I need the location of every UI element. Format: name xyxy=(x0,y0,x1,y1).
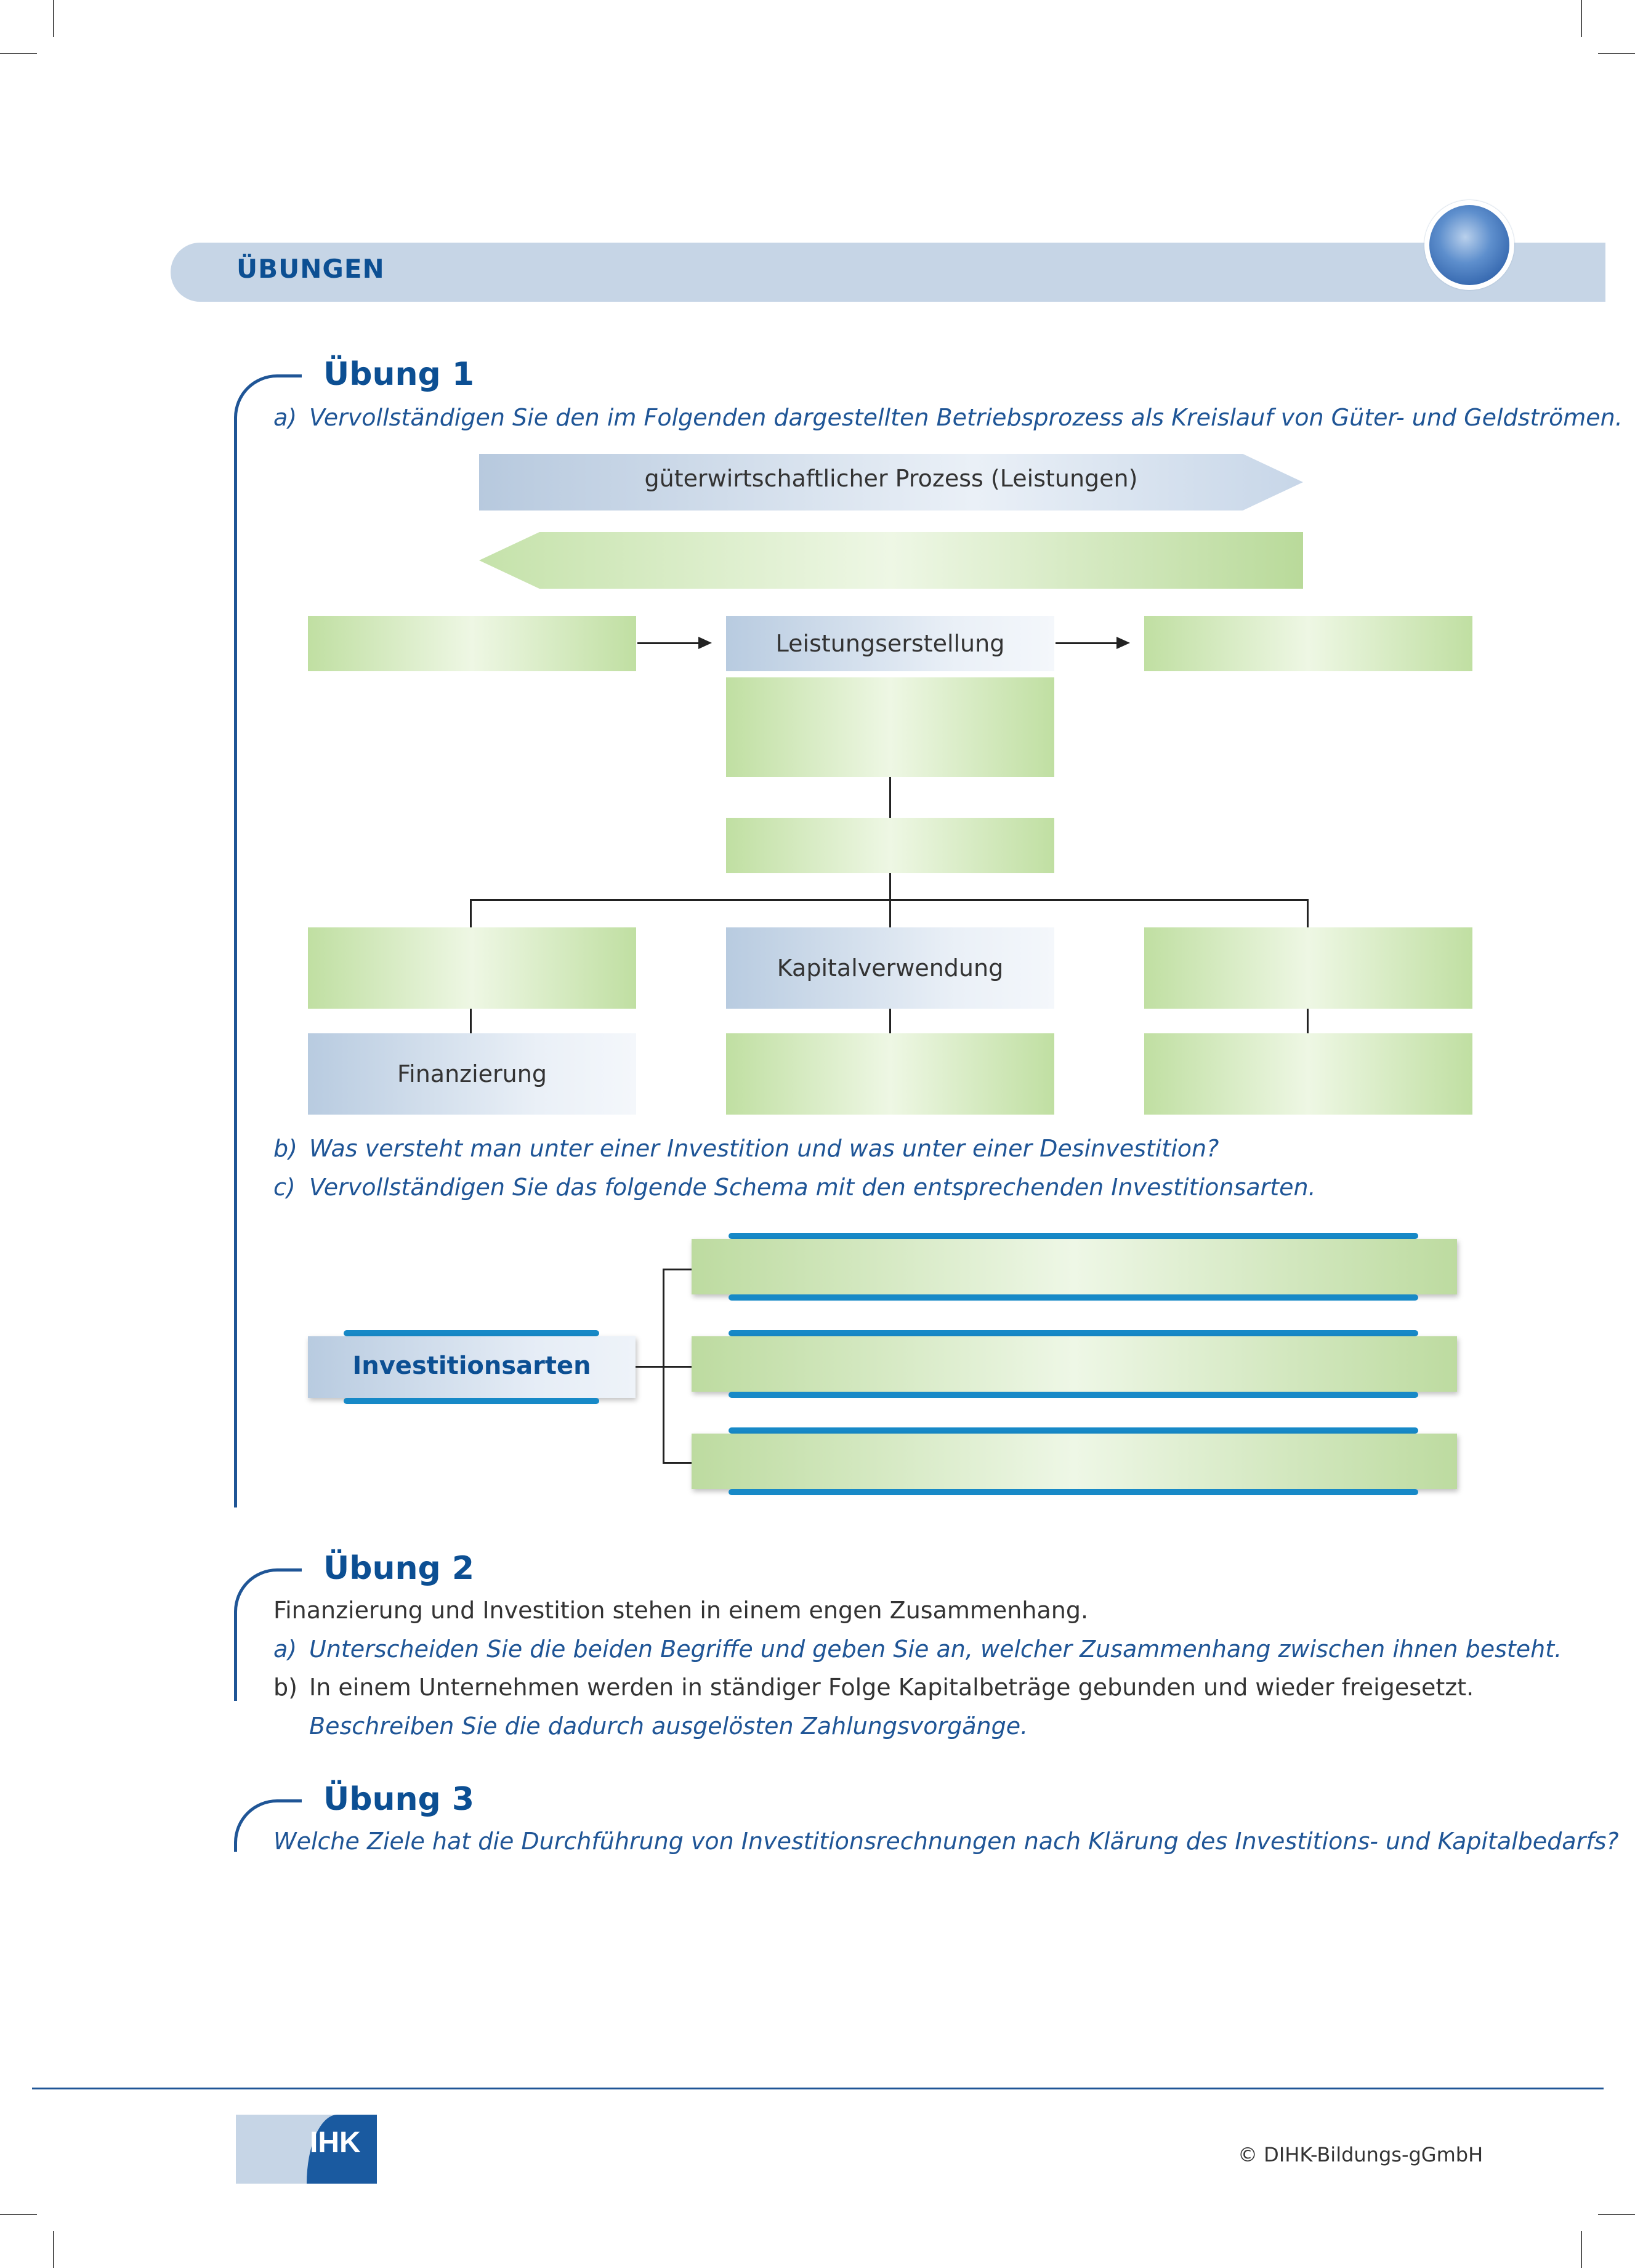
schema-bar xyxy=(729,1392,1418,1398)
blank-box-center-bottom[interactable] xyxy=(726,1033,1054,1115)
box-finanzierung: Finanzierung xyxy=(308,1033,636,1115)
exercise3-question: Welche Ziele hat die Durchführung von In… xyxy=(273,1828,1619,1855)
crop-mark xyxy=(1581,0,1582,37)
schema-connector xyxy=(663,1269,692,1270)
exercise2-intro: Finanzierung und Investition stehen in e… xyxy=(273,1597,1089,1624)
process-top-label: güterwirtschaftlicher Prozess (Leistunge… xyxy=(644,465,1138,492)
arrow-line-right xyxy=(1056,642,1120,644)
blank-box-center-mid[interactable] xyxy=(726,818,1054,873)
arrow-head-icon xyxy=(698,637,712,649)
section-header-band xyxy=(171,243,1605,302)
schema-root-bar-bottom xyxy=(344,1398,599,1404)
crop-mark xyxy=(1598,53,1635,54)
schema-bar xyxy=(729,1427,1418,1434)
exercise1-task-a: a)Vervollständigen Sie den im Folgenden … xyxy=(273,404,1623,431)
schema-connector xyxy=(636,1366,664,1368)
blank-investitionsart-2[interactable] xyxy=(692,1336,1457,1392)
ihk-logo-text: IHK xyxy=(310,2126,361,2159)
blank-investitionsart-3[interactable] xyxy=(692,1434,1457,1489)
schema-connector xyxy=(663,1366,692,1368)
schema-bar xyxy=(729,1294,1418,1301)
process-arrow-bottom xyxy=(479,532,1303,589)
exercise1-title: Übung 1 xyxy=(323,356,474,393)
schema-root-bar-top xyxy=(344,1330,599,1336)
schema-bar xyxy=(729,1233,1418,1239)
crop-mark xyxy=(53,2231,54,2268)
blank-box-right-bottom[interactable] xyxy=(1144,1033,1472,1115)
connector-line xyxy=(470,899,472,927)
box-kapitalverwendung: Kapitalverwendung xyxy=(726,927,1054,1009)
box-leistungserstellung: Leistungserstellung xyxy=(726,616,1054,671)
footer-line xyxy=(32,2088,1604,2089)
crop-mark xyxy=(0,53,37,54)
arrow-line-left xyxy=(637,642,701,644)
connector-line-horizontal xyxy=(470,899,1309,901)
crop-mark xyxy=(1581,2231,1582,2268)
arrow-head-icon xyxy=(1116,637,1130,649)
schema-connector xyxy=(663,1462,692,1464)
exercise1-task-c: c)Vervollständigen Sie das folgende Sche… xyxy=(273,1174,1316,1201)
schema-bar xyxy=(729,1489,1418,1495)
blank-box-left-mid[interactable] xyxy=(308,927,636,1009)
connector-line xyxy=(889,1009,891,1033)
section-title: ÜBUNGEN xyxy=(236,254,385,284)
exercise3-title: Übung 3 xyxy=(323,1781,474,1818)
ihk-logo: IHK xyxy=(236,2115,377,2184)
process-arrow-top xyxy=(479,454,1303,511)
blank-box-right-mid[interactable] xyxy=(1144,927,1472,1009)
connector-line xyxy=(889,777,891,818)
exercise2-title: Übung 2 xyxy=(323,1550,474,1587)
schema-root-box xyxy=(308,1336,636,1398)
crop-mark xyxy=(53,0,54,37)
decorative-circle-icon xyxy=(1424,200,1514,290)
exercise2-bracket xyxy=(234,1568,302,1701)
connector-line xyxy=(470,1009,472,1033)
connector-line xyxy=(1307,899,1309,927)
copyright-notice: © DIHK-Bildungs-gGmbH xyxy=(1238,2143,1484,2166)
exercise2-task-b: b)In einem Unternehmen werden in ständig… xyxy=(273,1674,1474,1701)
schema-root-label: Investitionsarten xyxy=(352,1352,591,1380)
blank-box-left-top[interactable] xyxy=(308,616,636,671)
blank-box-center-large[interactable] xyxy=(726,677,1054,777)
schema-bar xyxy=(729,1330,1418,1336)
exercise2-task-a: a)Unterscheiden Sie die beiden Begriffe … xyxy=(273,1636,1562,1663)
exercise1-bracket xyxy=(234,374,302,1507)
exercise2-task-b-question: Beschreiben Sie die dadurch ausgelösten … xyxy=(309,1713,1028,1740)
exercise1-task-b: b)Was versteht man unter einer Investiti… xyxy=(273,1135,1219,1162)
crop-mark xyxy=(0,2214,37,2215)
blank-investitionsart-1[interactable] xyxy=(692,1239,1457,1294)
crop-mark xyxy=(1598,2214,1635,2215)
blank-box-right-top[interactable] xyxy=(1144,616,1472,671)
connector-line xyxy=(1307,1009,1309,1033)
